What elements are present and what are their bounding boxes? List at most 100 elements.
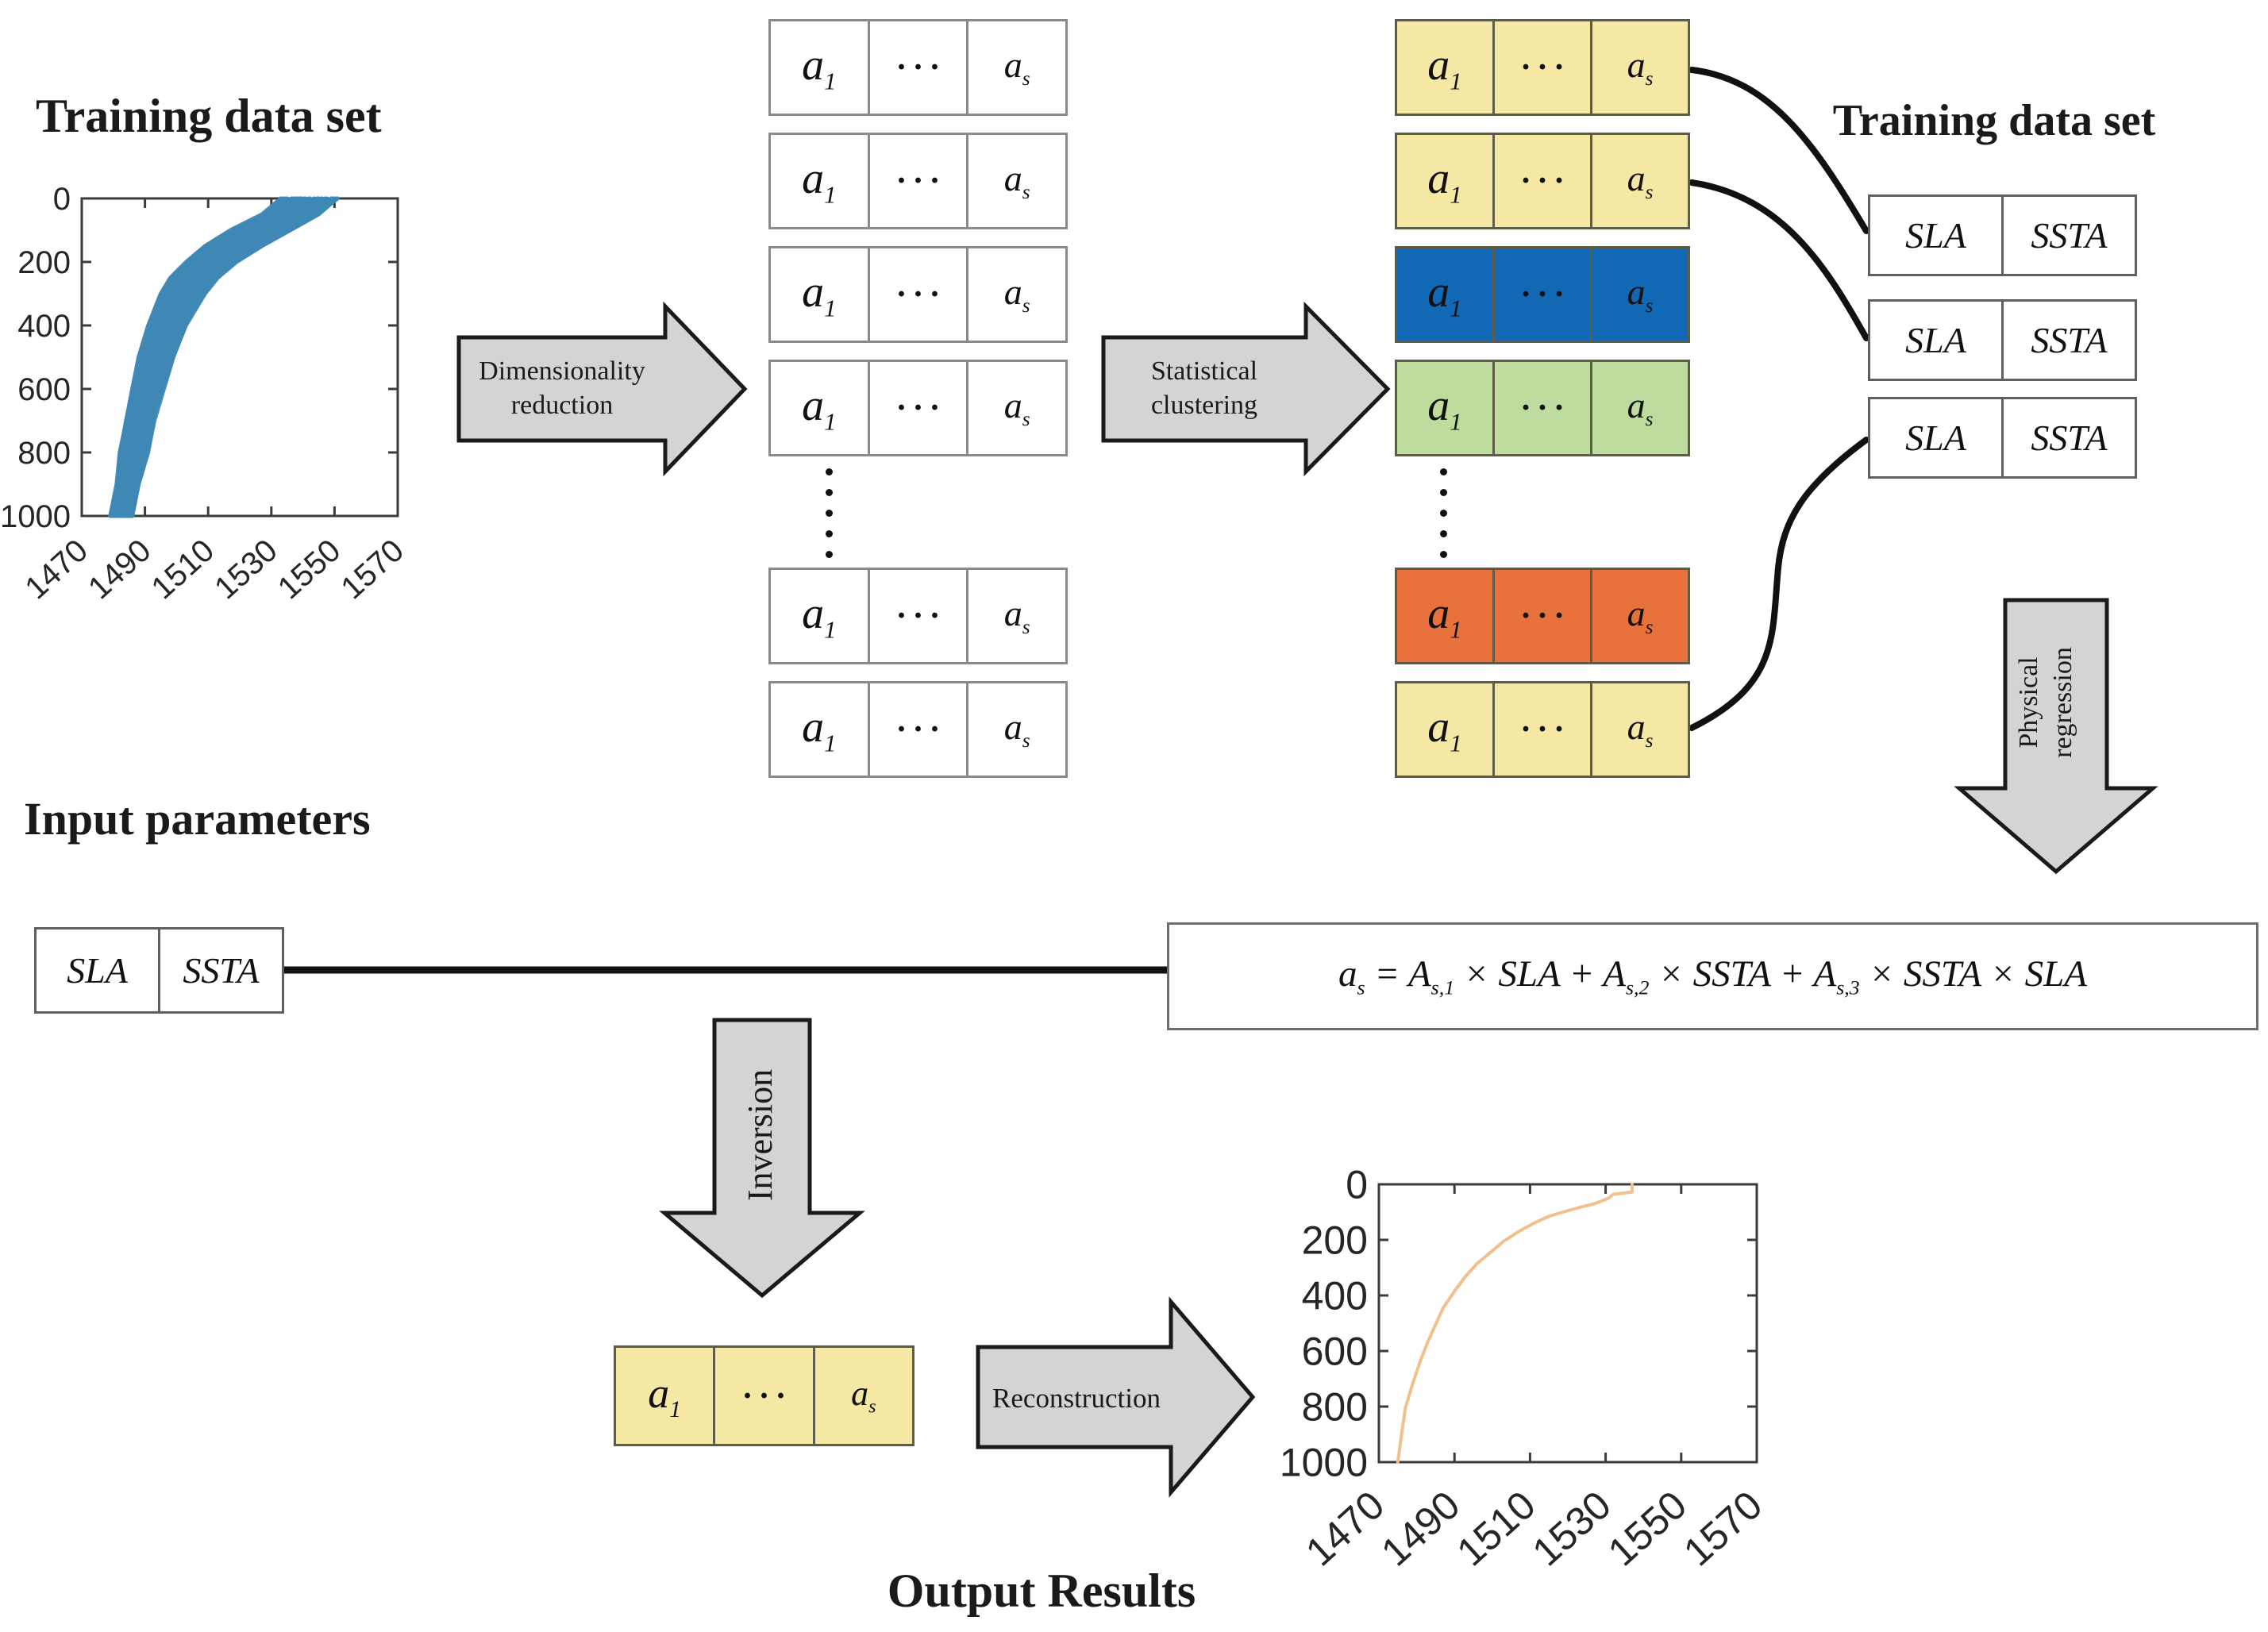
training-sla-cell: SLA — [1905, 418, 1966, 458]
training-pair-box: SLA SSTA — [1868, 397, 2137, 479]
coefficient-cell-a1: a1 — [802, 40, 837, 95]
input-sla-cell: SLA — [67, 950, 128, 991]
coefficient-row: a1···as — [768, 19, 1068, 116]
coefficient-row: a1···as — [614, 1345, 915, 1446]
cluster-to-training-connectors — [1688, 67, 1869, 731]
statistical-line2: clustering — [1150, 390, 1258, 420]
training-sla-cell: SLA — [1905, 215, 1966, 256]
dimensionality-reduction-arrow — [456, 301, 748, 477]
coefficient-row: a1 ···as — [1395, 133, 1690, 229]
svg-text:800: 800 — [1302, 1385, 1368, 1430]
coefficient-cell-ellipsis: ··· — [1492, 683, 1590, 776]
svg-text:1530: 1530 — [208, 533, 284, 606]
training-data-set-title-left: Training data set — [36, 90, 382, 142]
training-pair-box: SLA SSTA — [1868, 299, 2137, 381]
coefficient-row: a1···as — [1395, 568, 1690, 664]
coefficient-cell-as: as — [1590, 683, 1688, 776]
coefficient-cell-as: as — [966, 135, 1065, 227]
svg-text:200: 200 — [17, 245, 71, 280]
svg-text:200: 200 — [1302, 1218, 1368, 1263]
svg-text:600: 600 — [1302, 1330, 1368, 1374]
training-sla-cell: SLA — [1905, 320, 1966, 360]
coefficient-cell-ellipsis: ··· — [1492, 135, 1590, 227]
svg-text:1470: 1470 — [18, 533, 94, 606]
coefficient-cell-a1: a1 — [1427, 40, 1462, 95]
reconstruction-arrow — [976, 1296, 1256, 1498]
physical-line2: regression — [2047, 647, 2077, 758]
coefficient-cell-a1: a1 — [802, 267, 837, 322]
training-data-plot: 1470149015101530155015700200400600800100… — [0, 182, 410, 606]
coefficient-cell-a1: a1 — [648, 1369, 682, 1422]
coefficient-cell-ellipsis: ··· — [867, 683, 967, 776]
coefficient-cell-as: as — [966, 21, 1065, 114]
coefficient-cell-as: as — [1590, 570, 1688, 662]
coefficient-cell-ellipsis: ··· — [867, 570, 967, 662]
svg-text:800: 800 — [17, 436, 71, 471]
coefficient-row: a1 ···as — [1395, 681, 1690, 778]
coefficient-cell-ellipsis: ··· — [1492, 21, 1590, 114]
svg-text:400: 400 — [17, 309, 71, 344]
training-ssta-cell: SSTA — [2001, 399, 2135, 476]
coefficient-cell-as: as — [1590, 248, 1688, 341]
regression-equation: as = As,1 × SLA + As,2 × SSTA + As,3 × S… — [1338, 953, 2087, 999]
input-parameters-title: Input parameters — [24, 793, 371, 845]
input-parameters-box: SLA SSTA — [34, 927, 284, 1014]
svg-text:1490: 1490 — [82, 533, 158, 606]
coefficient-row: a1 ···as — [768, 568, 1068, 664]
coefficient-cell-a1: a1 — [802, 702, 837, 757]
coefficient-cell-as: as — [966, 683, 1065, 776]
svg-text:1490: 1490 — [1373, 1483, 1468, 1575]
physical-line1: Physical — [2014, 656, 2043, 749]
svg-text:1530: 1530 — [1524, 1483, 1619, 1575]
svg-text:1510: 1510 — [145, 533, 221, 606]
svg-text:1570: 1570 — [334, 533, 410, 606]
svg-text:0: 0 — [53, 182, 71, 217]
reconstruction-label: Reconstruction — [992, 1383, 1161, 1414]
inversion-arrow — [659, 1018, 865, 1299]
coefficient-row: a1···as — [768, 360, 1068, 456]
svg-text:1550: 1550 — [271, 533, 348, 606]
svg-text:1000: 1000 — [1280, 1441, 1368, 1485]
coefficient-cell-as: as — [1590, 135, 1688, 227]
statistical-clustering-arrow — [1101, 301, 1391, 477]
regression-equation-box: as = As,1 × SLA + As,2 × SSTA + As,3 × S… — [1167, 922, 2258, 1030]
svg-text:1510: 1510 — [1449, 1483, 1544, 1575]
coefficient-cell-a1: a1 — [1427, 380, 1462, 436]
dimensionality-line2: reduction — [510, 390, 614, 420]
svg-text:400: 400 — [1302, 1274, 1368, 1318]
connector-row6 — [1688, 437, 1869, 731]
coefficient-cell-ellipsis: ··· — [1492, 362, 1590, 454]
output-results-title: Output Results — [887, 1565, 1196, 1617]
coefficient-cell-as: as — [966, 248, 1065, 341]
svg-text:1470: 1470 — [1297, 1483, 1392, 1575]
coefficient-cell-a1: a1 — [802, 380, 837, 436]
statistical-line1: Statistical — [1150, 356, 1258, 386]
coefficient-cell-a1: a1 — [802, 588, 837, 644]
input-ssta-cell: SSTA — [158, 930, 282, 1011]
coefficient-cell-as: as — [966, 570, 1065, 662]
training-data-set-title-right: Training data set — [1832, 96, 2156, 145]
svg-text:1550: 1550 — [1600, 1483, 1695, 1575]
connector-row1 — [1688, 67, 1869, 234]
vertical-ellipsis — [826, 468, 834, 572]
vertical-ellipsis — [1440, 468, 1448, 572]
coefficient-row: a1 ···as — [1395, 19, 1690, 116]
coefficient-row: a1 ···as — [1395, 360, 1690, 456]
training-ssta-cell: SSTA — [2001, 302, 2135, 379]
physical-regression-label: Physical regression — [2012, 583, 2100, 822]
svg-text:600: 600 — [17, 372, 71, 407]
coefficient-cell-a1: a1 — [1427, 153, 1462, 209]
coefficient-cell-ellipsis: ··· — [867, 362, 967, 454]
dimensionality-line1: Dimensionality — [479, 356, 645, 386]
physical-regression-arrow — [1954, 598, 2158, 875]
coefficient-cell-as: as — [1590, 362, 1688, 454]
coefficient-row: a1···as — [768, 133, 1068, 229]
coefficient-cell-a1: a1 — [1427, 702, 1462, 757]
coefficient-cell-a1: a1 — [1427, 267, 1462, 322]
svg-text:1570: 1570 — [1675, 1483, 1770, 1575]
coefficient-cell-ellipsis: ··· — [1492, 570, 1590, 662]
output-results-plot: 1470149015101530155015700200400600800100… — [1280, 1163, 1771, 1575]
coefficient-cell-as: as — [1590, 21, 1688, 114]
